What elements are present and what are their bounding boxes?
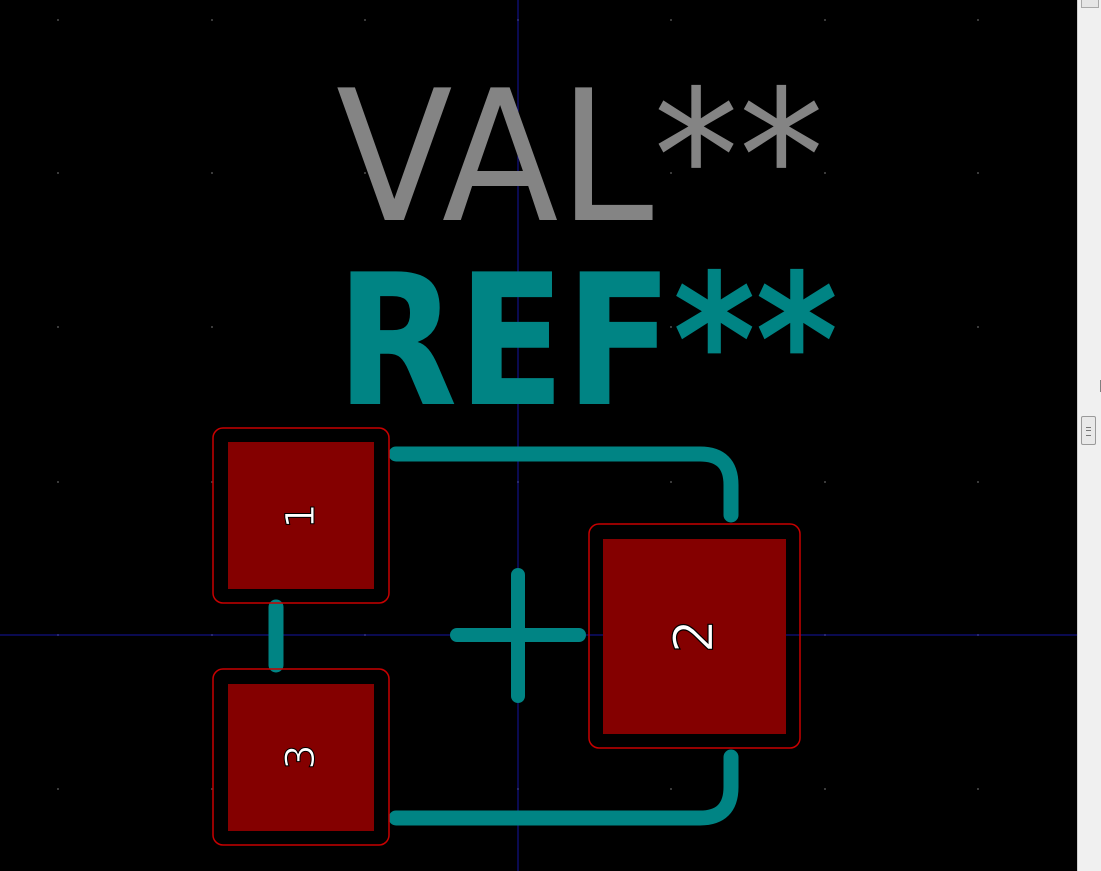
pad-1[interactable]: 1 xyxy=(212,427,390,604)
grid-dot xyxy=(670,326,672,328)
pad-3[interactable]: 3 xyxy=(212,668,390,846)
grid-dot xyxy=(211,326,213,328)
grid-dot xyxy=(211,19,213,21)
pcb-canvas[interactable]: VAL** REF** 1 3 2 xyxy=(0,0,1077,871)
grid-dot xyxy=(824,481,826,483)
grid-dot xyxy=(57,326,59,328)
pcb-drawing: VAL** REF** 1 3 2 xyxy=(0,0,1077,871)
grid-dot xyxy=(824,326,826,328)
grid-dot xyxy=(824,788,826,790)
reference-text[interactable]: REF** xyxy=(336,235,838,447)
silkscreen-top-segment xyxy=(388,446,739,523)
vertical-scrollbar[interactable] xyxy=(1077,0,1101,871)
grid-dot xyxy=(364,19,366,21)
silkscreen-bottom-segment xyxy=(388,749,739,826)
pad-3-copper xyxy=(228,684,374,831)
grid-dot xyxy=(57,19,59,21)
grid-dot xyxy=(57,788,59,790)
scroll-up-button[interactable] xyxy=(1081,0,1099,8)
grid-dot xyxy=(824,172,826,174)
grid-dot xyxy=(670,172,672,174)
grid-dot xyxy=(211,172,213,174)
grid-dot xyxy=(364,172,366,174)
grid-dot xyxy=(211,788,213,790)
grid-dot xyxy=(670,481,672,483)
grid-dot xyxy=(670,788,672,790)
grid-dot xyxy=(977,172,979,174)
grid-dot xyxy=(57,481,59,483)
pad-2-number: 2 xyxy=(663,619,726,653)
grid-dot xyxy=(977,19,979,21)
grid-dot xyxy=(211,481,213,483)
pad-1-number: 1 xyxy=(278,503,324,528)
grid-dot xyxy=(977,326,979,328)
scroll-thumb[interactable] xyxy=(1081,416,1096,445)
pad-2-copper xyxy=(603,539,786,734)
grid-dot xyxy=(364,326,366,328)
value-text[interactable]: VAL** xyxy=(336,51,824,263)
grid-dot xyxy=(57,172,59,174)
pad-2-clearance xyxy=(588,523,801,749)
pad-1-copper xyxy=(228,442,374,589)
pad-3-clearance xyxy=(212,668,390,846)
grid-dot xyxy=(824,19,826,21)
silkscreen-outline xyxy=(268,446,739,826)
anchor-cross xyxy=(450,568,586,703)
grid-dot xyxy=(977,481,979,483)
pad-3-number: 3 xyxy=(278,744,324,769)
scroll-grip-icon xyxy=(1086,427,1091,436)
pad-1-clearance xyxy=(212,427,390,604)
pad-2[interactable]: 2 xyxy=(588,523,801,749)
grid-dot xyxy=(977,788,979,790)
grid-dot xyxy=(670,19,672,21)
